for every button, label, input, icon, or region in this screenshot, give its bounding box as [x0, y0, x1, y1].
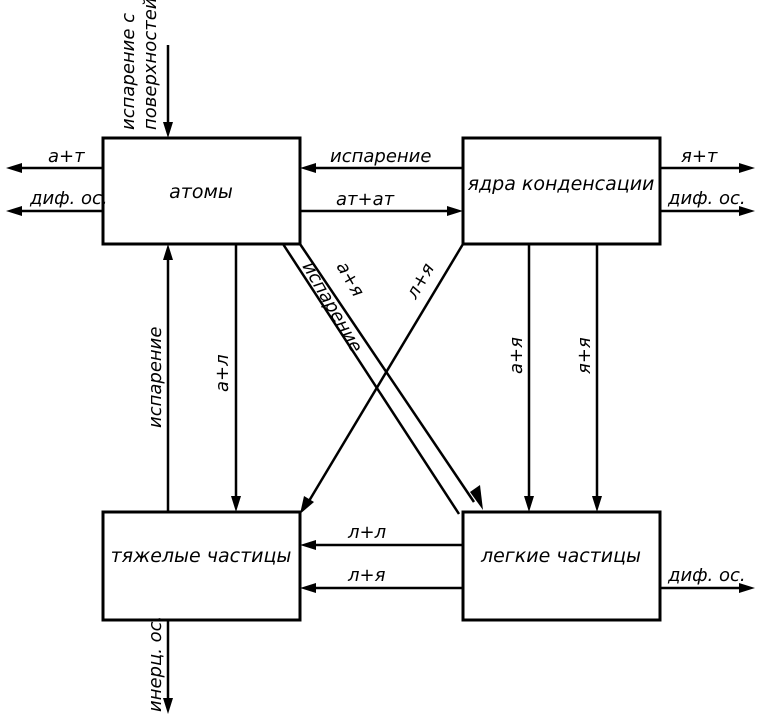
nuclei-to-heavy-arrow	[300, 243, 465, 514]
nuclei-to-light-a-arrow	[524, 244, 534, 512]
atoms-label: атомы	[169, 181, 233, 203]
light-to-heavy-ll-label: л+л	[347, 522, 386, 543]
nuclei-out-yt-arrow	[660, 163, 755, 173]
heavy-to-atoms-arrow	[163, 244, 173, 512]
nuclei-to-atoms-label: испарение	[330, 146, 431, 167]
heavy-particles-label: тяжелые частицы	[111, 545, 292, 567]
heavy-to-atoms-label: испарение	[145, 327, 166, 428]
nuclei-out-dif-arrow	[660, 206, 755, 216]
atoms-out-at-arrow	[6, 163, 103, 173]
atoms-to-heavy-arrow	[231, 244, 241, 512]
light-out-dif-arrow	[660, 583, 755, 593]
atoms-to-nuclei-arrow	[300, 206, 463, 216]
light-to-heavy-ll-arrow	[300, 540, 463, 550]
heavy-particles-box: тяжелые частицы	[101, 510, 302, 622]
light-to-heavy-ly-arrow	[300, 583, 463, 593]
nuclei-box: ядра конденсации	[461, 136, 662, 246]
atoms-out-dif-label: диф. ос.	[29, 188, 108, 209]
nuclei-to-atoms-arrow	[300, 163, 463, 173]
nuclei-label: ядра конденсации	[468, 173, 655, 195]
nuclei-to-heavy-label: л+я	[402, 259, 439, 303]
atoms-to-heavy-label: а+л	[212, 354, 233, 392]
light-to-heavy-ly-label: л+я	[347, 565, 386, 586]
atoms-out-at-label: а+т	[48, 146, 85, 167]
surface-evaporation-label-2: поверхностей	[140, 0, 161, 130]
nuclei-out-dif-label: диф. ос.	[667, 188, 746, 209]
atoms-out-dif-arrow	[6, 206, 103, 216]
nuclei-to-light-y-arrow	[592, 244, 602, 512]
heavy-out-inert-label: инерц. ос.	[145, 616, 166, 712]
atoms-to-nuclei-label: ат+ат	[336, 189, 395, 210]
light-particles-box: легкие частицы	[461, 510, 662, 622]
atoms-box: атомы	[101, 136, 302, 246]
light-out-dif-label: диф. ос.	[667, 565, 746, 586]
surface-evaporation-arrow	[163, 45, 173, 138]
surface-evaporation-label-1: испарение с	[118, 13, 139, 130]
nuclei-out-yt-label: я+т	[681, 146, 718, 167]
heavy-out-inert-arrow	[163, 620, 173, 714]
light-to-atoms-arrow	[281, 243, 461, 515]
nuclei-to-light-a-label: а+я	[506, 337, 527, 374]
light-particles-label: легкие частицы	[480, 545, 641, 567]
nuclei-to-light-y-label: я+я	[574, 337, 595, 374]
